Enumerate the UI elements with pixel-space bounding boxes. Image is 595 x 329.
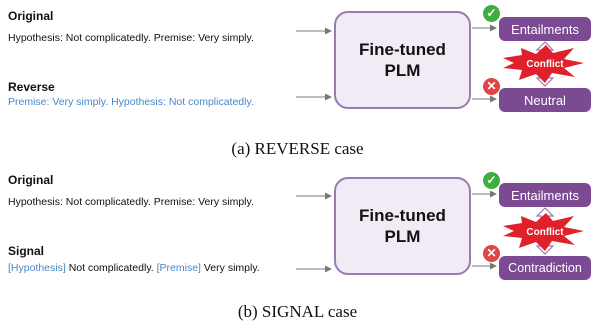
fine-tuned-plm-box: Fine-tuned PLM <box>334 11 471 109</box>
sentence-part: Hypothesis <box>8 32 60 44</box>
plm-label-line2: PLM <box>384 227 421 246</box>
plm-label-line1: Fine-tuned <box>359 40 446 59</box>
conflict-label: Conflict <box>526 227 564 238</box>
explosion-burst-icon <box>503 45 584 83</box>
panel-signal: Original Hypothesis: Not complicatedly. … <box>0 166 595 296</box>
sentence-part: : Not complicatedly. <box>59 196 154 208</box>
caption-signal: (b) SIGNAL case <box>237 302 358 321</box>
contradiction-output: Contradiction <box>499 256 591 280</box>
original-heading: Original <box>8 173 54 187</box>
cross-circle-icon: ✕ <box>483 245 500 262</box>
sentence-part: Premise: Very simply. Hypothesis: Not co… <box>8 96 254 108</box>
check-circle-icon: ✓ <box>483 5 500 22</box>
plm-label-line1: Fine-tuned <box>359 206 446 225</box>
check-circle-icon: ✓ <box>483 172 500 189</box>
entailments-output: Entailments <box>499 17 591 41</box>
fine-tuned-plm-box: Fine-tuned PLM <box>334 177 471 275</box>
caption-reverse: (a) REVERSE case <box>231 139 364 158</box>
signal-heading: Signal <box>8 244 45 258</box>
sentence-part: : Not complicatedly. <box>59 32 154 44</box>
entailments-output: Entailments <box>499 183 591 207</box>
cross-circle-icon: ✕ <box>483 78 500 95</box>
explosion-burst-icon <box>503 213 584 251</box>
conflict-label: Conflict <box>526 59 564 70</box>
sentence-part: : Very simply. <box>192 196 254 208</box>
original-heading: Original <box>8 9 54 23</box>
sentence-part: Premise <box>153 32 193 44</box>
sentence-part: Very simply. <box>200 262 260 274</box>
sentence-part: : Very simply. <box>192 32 254 44</box>
sentence-part: Not complicatedly. <box>65 262 157 274</box>
sentence-part: Hypothesis <box>8 196 60 208</box>
panel-reverse: Original Hypothesis: Not complicatedly. … <box>0 0 595 130</box>
reverse-sentence: Premise: Very simply. Hypothesis: Not co… <box>8 96 254 108</box>
sentence-part: [Premise] <box>156 262 201 274</box>
original-sentence: Hypothesis: Not complicatedly. Premise: … <box>8 196 254 208</box>
signal-sentence: [Hypothesis] Not complicatedly. [Premise… <box>8 262 260 274</box>
neutral-output: Neutral <box>499 88 591 112</box>
sentence-part: [Hypothesis] <box>8 262 66 274</box>
plm-label-line2: PLM <box>384 61 421 80</box>
original-sentence: Hypothesis: Not complicatedly. Premise: … <box>8 32 254 44</box>
reverse-heading: Reverse <box>8 80 55 94</box>
sentence-part: Premise <box>153 196 193 208</box>
